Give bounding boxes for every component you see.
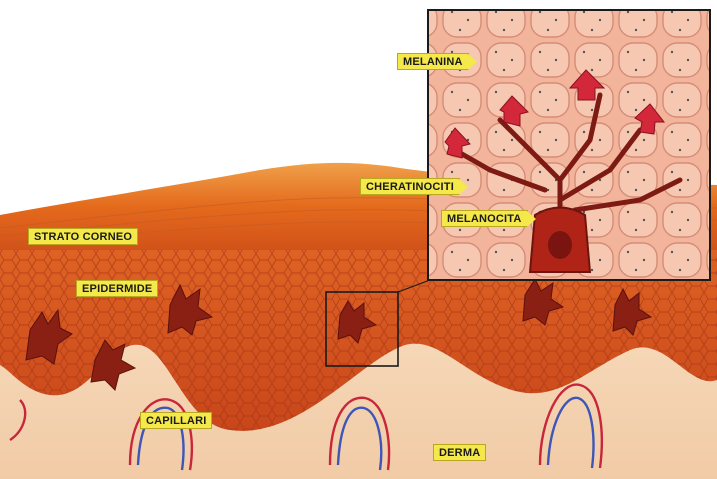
label-melanocita: MELANOCITA (441, 210, 528, 227)
label-melanina: MELANINA (397, 53, 469, 70)
label-derma: DERMA (433, 444, 486, 461)
magnified-inset (428, 10, 710, 280)
label-capillari: CAPILLARI (140, 412, 212, 429)
label-epidermide: EPIDERMIDE (76, 280, 158, 297)
label-strato-corneo: STRATO CORNEO (28, 228, 138, 245)
label-cheratinociti: CHERATINOCITI (360, 178, 460, 195)
